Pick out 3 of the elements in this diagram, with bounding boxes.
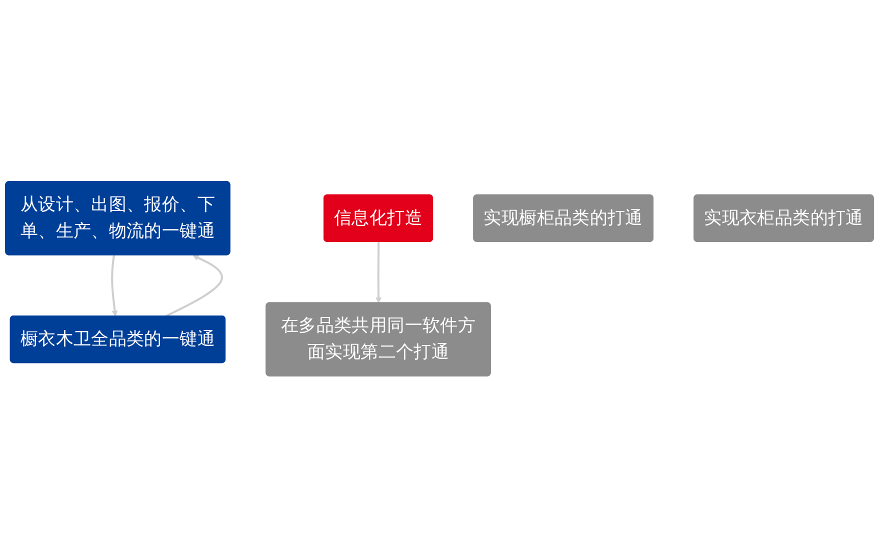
arrow xyxy=(111,255,118,317)
arrow xyxy=(376,242,382,304)
arrow xyxy=(165,255,223,318)
